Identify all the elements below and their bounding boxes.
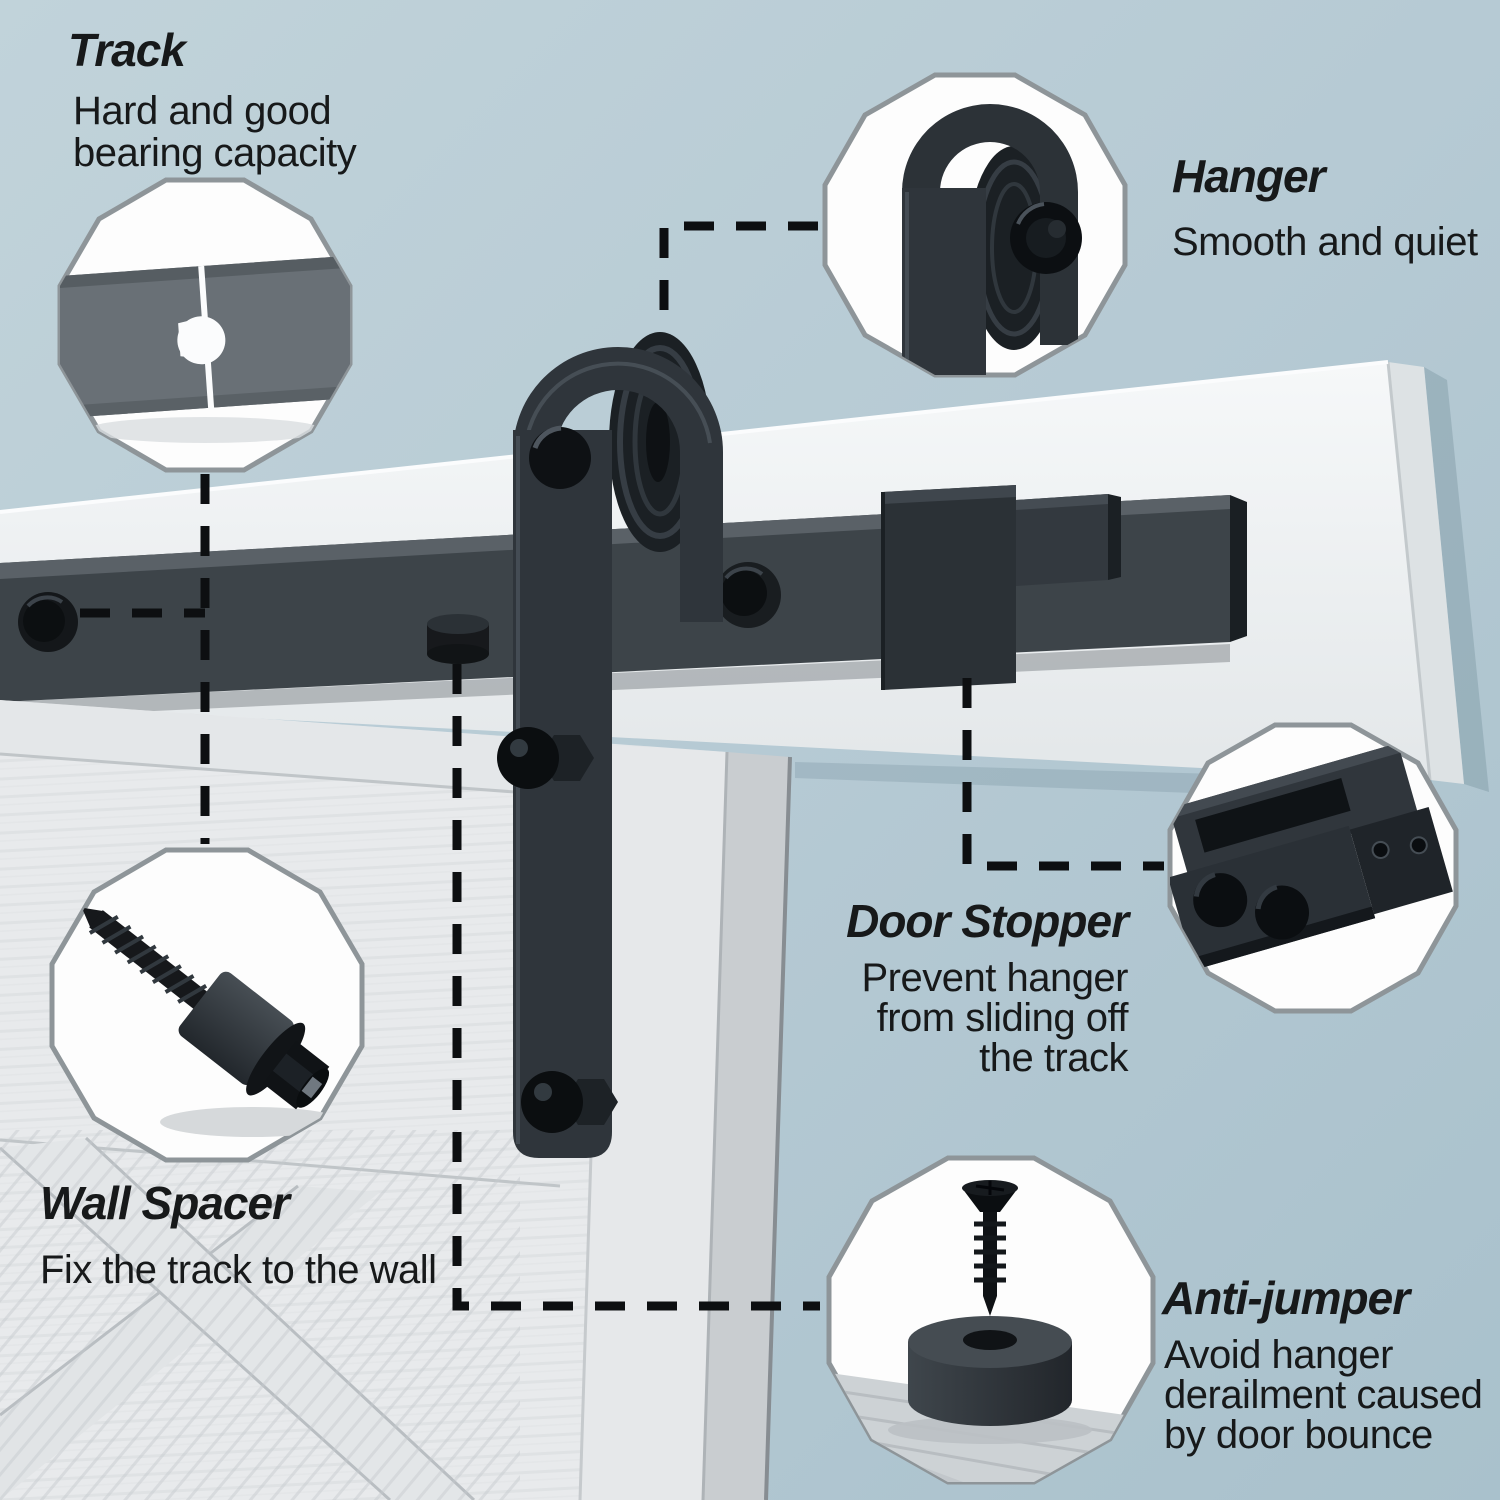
track-detail-callout (57, 177, 353, 473)
anti-jumper-label-title: Anti-jumper (1162, 1272, 1410, 1324)
hanger-pivot-bolt (529, 425, 591, 489)
wall-spacer-detail-callout (49, 847, 365, 1163)
strap-bolt-lower (521, 1071, 618, 1133)
dashed-connectors (80, 221, 1164, 1311)
anti-jumper-on-door (427, 614, 489, 664)
wall-spacer-bolt-icon (81, 907, 344, 1137)
wall-spacer-label-desc: Fix the track to the wall (40, 1248, 437, 1292)
connector-door-stopper (962, 678, 1164, 871)
door-stopper-label-title: Door Stopper (846, 895, 1129, 947)
track-bolt-left (18, 592, 78, 652)
track-label-desc-line1: Hard and good (73, 89, 332, 133)
hanger-label-desc: Smooth and quiet (1172, 220, 1478, 264)
hanger-hook (513, 347, 723, 622)
door-stopper-label-desc-line1: Prevent hanger (861, 956, 1128, 1000)
header-board-bevel (1388, 362, 1464, 784)
track-joint-icon (60, 254, 350, 443)
strap-bolt-upper (497, 727, 594, 789)
hanger-label-title: Hanger (1172, 150, 1325, 202)
door-stopper-label-desc-line3: the track (979, 1036, 1128, 1080)
door-edge-band (703, 752, 790, 1500)
track-label-desc-line2: bearing capacity (73, 131, 357, 175)
hanger-strap (497, 425, 618, 1158)
connector-anti-jumper (452, 664, 820, 1311)
door-stopper-detail-callout (1167, 722, 1459, 1014)
hanger-assembly (513, 332, 723, 622)
anti-jumper-label-desc-line3: by door bounce (1164, 1413, 1433, 1457)
anti-jumper-label-desc-line1: Avoid hanger (1164, 1333, 1394, 1377)
door-stopper-icon (1170, 743, 1453, 970)
anti-jumper-detail-callout (826, 1155, 1156, 1485)
track-bolt-middle (715, 562, 781, 628)
wall-spacer-label-title: Wall Spacer (40, 1177, 290, 1229)
connector-hanger (659, 221, 818, 320)
track-label-title: Track (68, 24, 186, 76)
anti-jumper-label-desc-line2: derailment caused (1164, 1373, 1483, 1417)
door-stopper-on-track (881, 485, 1121, 690)
hanger-detail-callout (822, 72, 1128, 378)
door-stile (580, 745, 727, 1500)
door-stopper-label-desc-line2: from sliding off (876, 996, 1129, 1040)
hanger-roller-icon (902, 104, 1082, 375)
